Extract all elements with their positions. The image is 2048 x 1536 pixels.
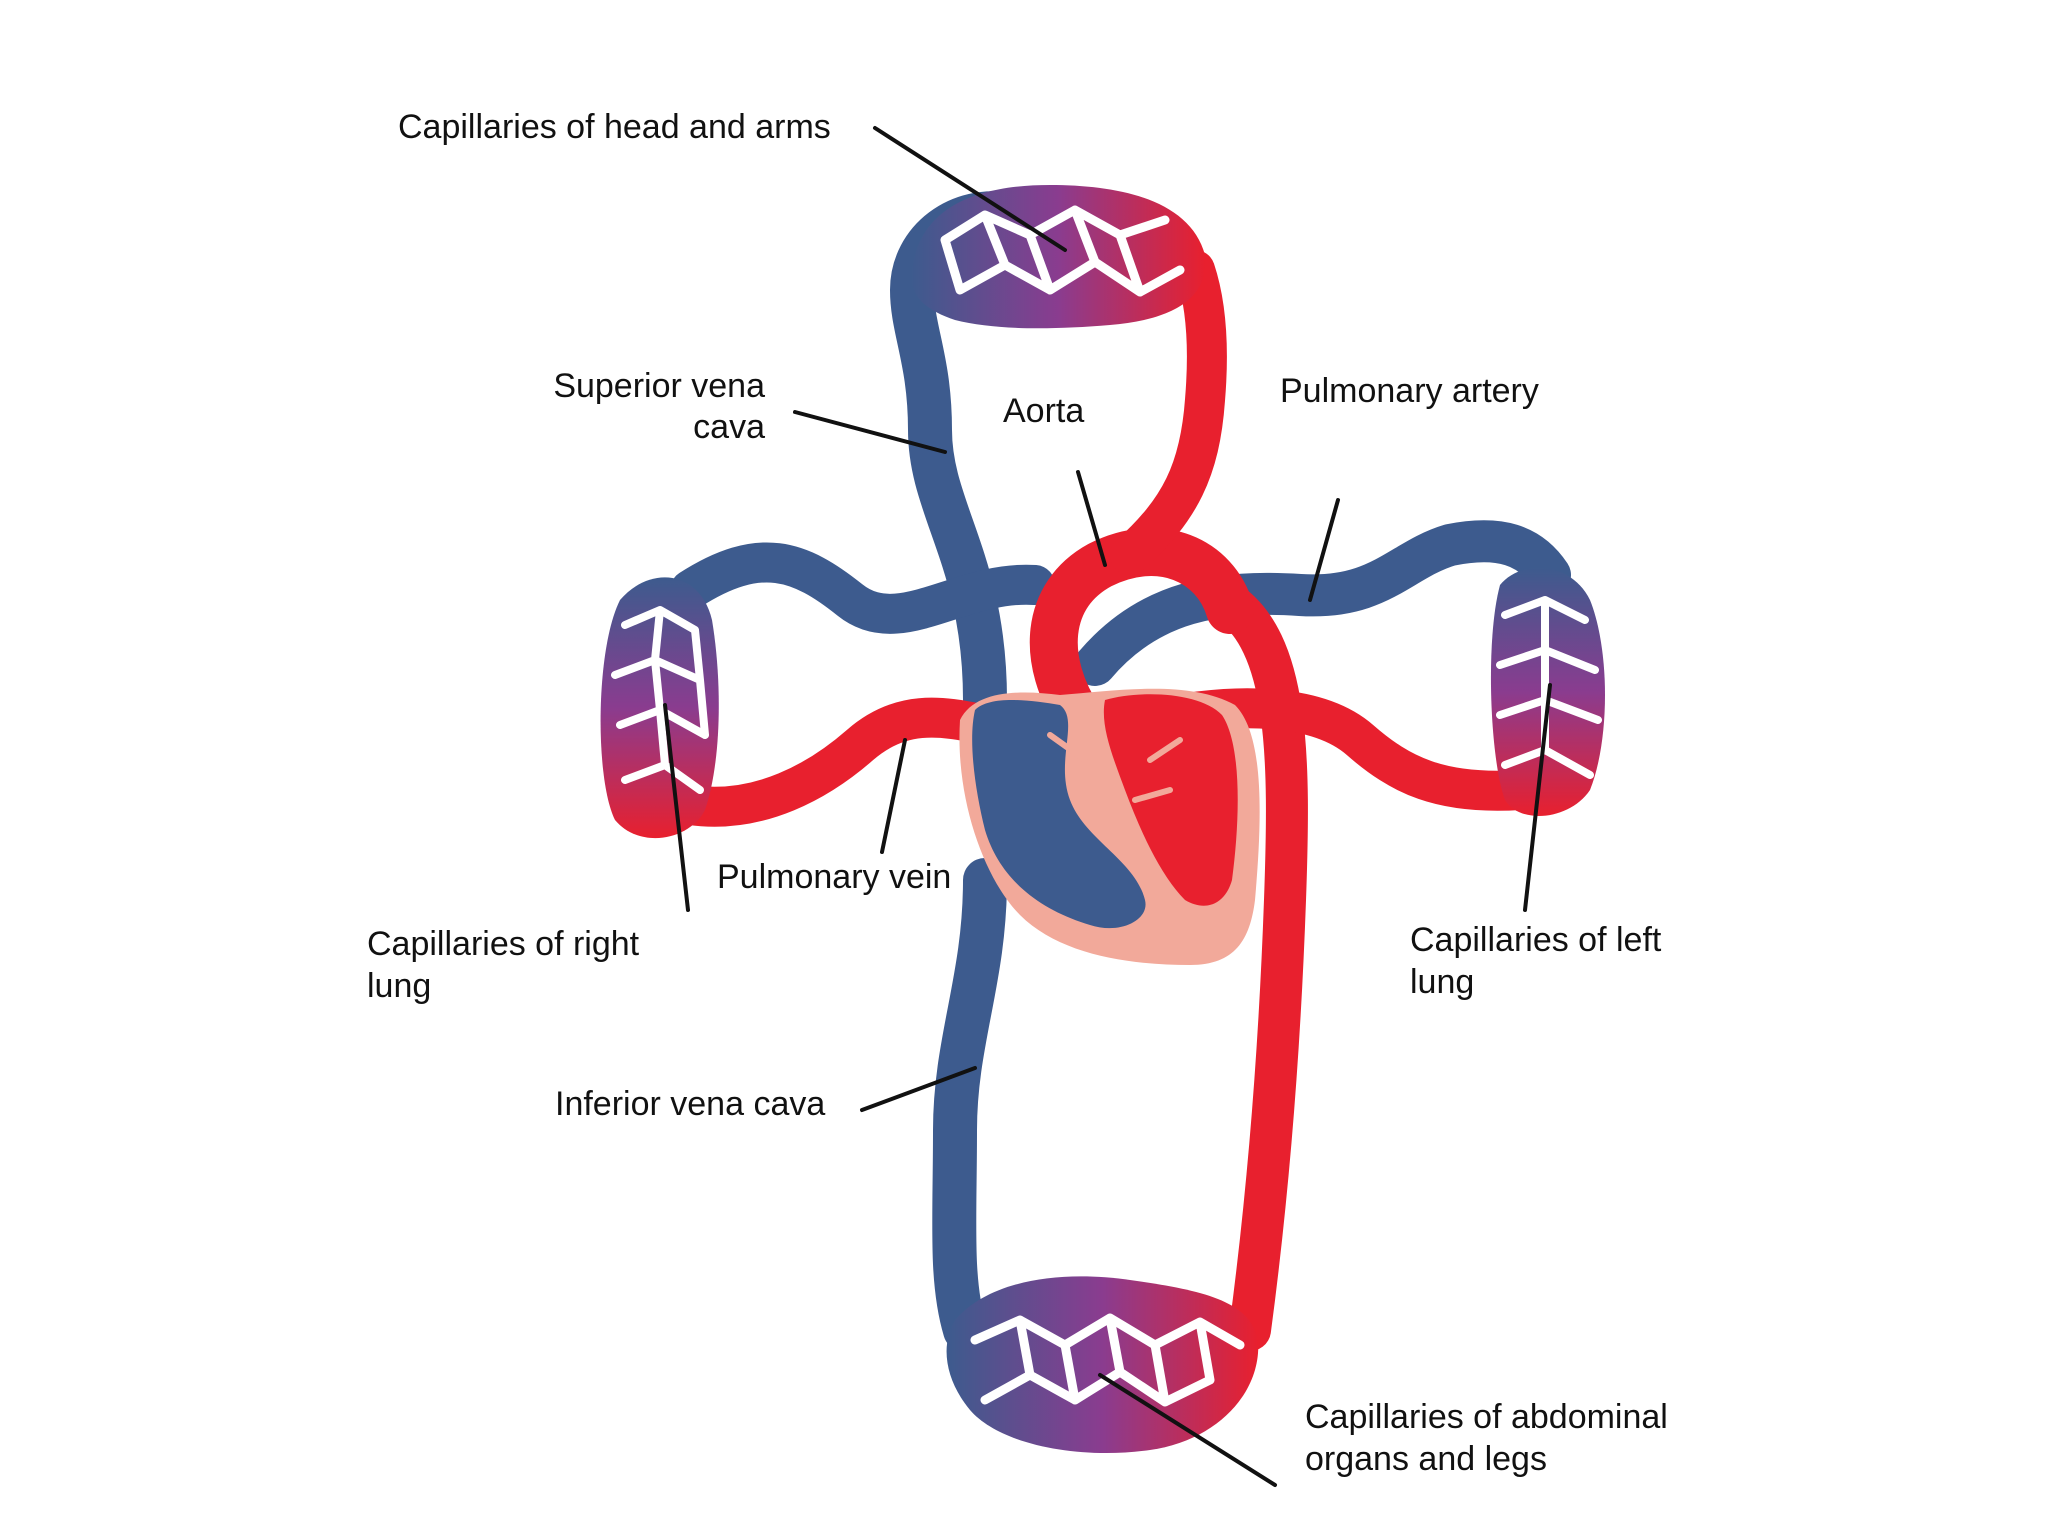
pulmonary-artery-right xyxy=(670,542,1055,634)
leader-pulmonary-artery xyxy=(1308,498,1340,602)
label-superior-vena-cava-line2: cava xyxy=(693,408,765,446)
heart-valves xyxy=(1047,732,1183,803)
label-capillaries-left-lung-line1: Capillaries of left xyxy=(1410,921,1662,959)
label-capillaries-abdominal-line2: organs and legs xyxy=(1305,1440,1547,1478)
right-heart-chambers xyxy=(972,700,1146,929)
capillaries-head-arms xyxy=(911,185,1206,329)
leader-inferior-vena-cava xyxy=(860,1066,977,1112)
label-capillaries-head-arms: Capillaries of head and arms xyxy=(398,108,831,146)
label-capillaries-abdominal-line1: Capillaries of abdominal xyxy=(1305,1398,1668,1436)
heart xyxy=(959,688,1260,965)
pulmonary-vein-right xyxy=(670,697,1005,827)
label-superior-vena-cava-line1: Superior vena xyxy=(553,367,765,405)
capillaries-right-lung xyxy=(600,577,719,839)
label-pulmonary-vein: Pulmonary vein xyxy=(717,858,951,896)
leader-head-arms xyxy=(873,126,1067,252)
descending-aorta xyxy=(1204,579,1308,1351)
aortic-arch xyxy=(1029,528,1254,744)
left-heart-chambers xyxy=(1103,694,1238,906)
label-pulmonary-artery: Pulmonary artery xyxy=(1280,372,1539,410)
leader-abdominal xyxy=(1098,1373,1277,1487)
leader-aorta xyxy=(1076,470,1107,567)
label-aorta: Aorta xyxy=(1003,392,1084,430)
leader-superior-vena-cava xyxy=(793,410,947,454)
inferior-vena-cava xyxy=(932,858,1007,1352)
label-inferior-vena-cava: Inferior vena cava xyxy=(555,1085,825,1123)
leader-right-lung xyxy=(663,703,690,912)
label-capillaries-right-lung-line2: lung xyxy=(367,967,431,1005)
pulmonary-artery-left xyxy=(1074,520,1571,686)
carotid-artery xyxy=(1110,250,1227,575)
capillaries-abdominal-legs xyxy=(946,1276,1259,1454)
label-capillaries-left-lung-line2: lung xyxy=(1410,963,1474,1001)
leader-pulmonary-vein xyxy=(880,738,907,854)
label-capillaries-right-lung-line1: Capillaries of right xyxy=(367,925,640,963)
leader-left-lung xyxy=(1523,683,1552,912)
